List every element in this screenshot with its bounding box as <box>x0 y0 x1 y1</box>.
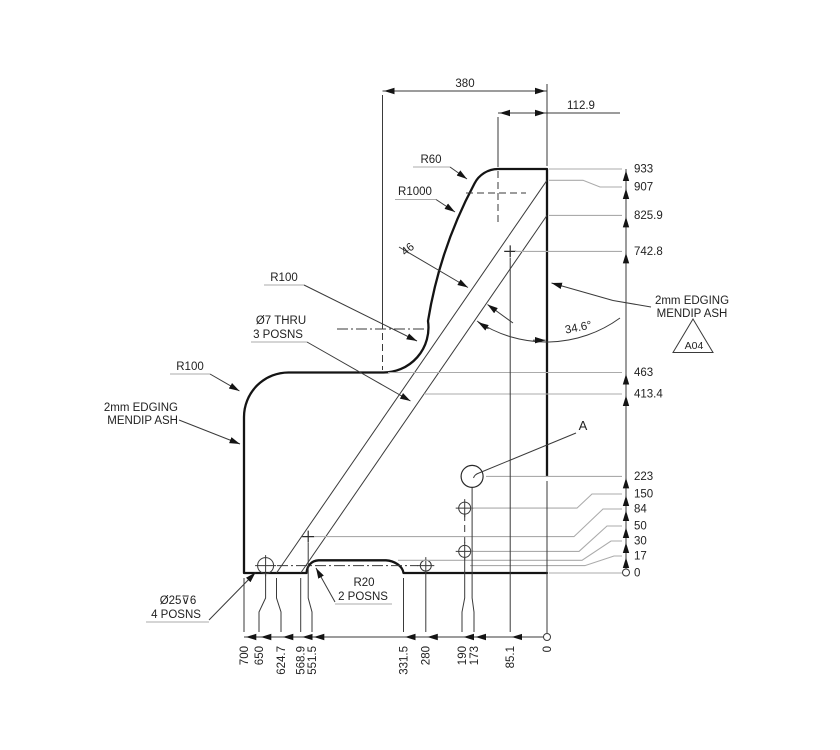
callout-r100-upper-text: R100 <box>270 272 298 284</box>
callout-hole7-line1: Ø7 THRU <box>256 315 306 327</box>
callout-edging-right-line2: MENDIP ASH <box>657 308 728 320</box>
dim-380-text: 380 <box>455 78 474 90</box>
callout-r60: R60 <box>413 154 468 180</box>
slot-edge-lower <box>300 215 548 574</box>
y-ordinate-463: 463 <box>634 367 653 379</box>
callout-r1000: R1000 <box>395 186 456 213</box>
slot-center-mark-bottom <box>302 530 315 543</box>
detail-a-hole <box>460 464 484 488</box>
x-ordinate-block: 700 650 624.7 568.9 551.5 331.5 280 190 … <box>239 258 554 675</box>
hole-280-17 <box>417 557 435 575</box>
slot-edges <box>276 180 548 574</box>
callout-edging-right-line1: 2mm EDGING <box>655 295 729 307</box>
y-ordinate-0: 0 <box>634 568 640 580</box>
x-ordinate-85-1: 85.1 <box>505 646 517 668</box>
counterbore-hole <box>255 555 277 577</box>
callout-detail-a-text: A <box>579 418 588 433</box>
dimension-34-6: 34.6° <box>476 317 621 344</box>
holes <box>255 464 484 577</box>
dimension-380: 380 <box>382 78 548 322</box>
callout-r1000-text: R1000 <box>398 186 432 198</box>
y-ordinate-84: 84 <box>634 504 647 516</box>
callout-cbore-line1: Ø25⊽6 <box>160 595 197 607</box>
callout-r60-text: R60 <box>420 154 441 166</box>
x-ordinate-280: 280 <box>421 646 433 665</box>
panel-profile <box>242 167 549 575</box>
edge-tag-text: A04 <box>685 340 704 352</box>
x-ordinate-331-5: 331.5 <box>398 646 410 675</box>
y-ordinate-907: 907 <box>634 182 653 194</box>
callout-r100-lower: R100 <box>170 361 240 392</box>
callout-r20: R20 2 POSNS <box>315 567 392 605</box>
callout-edging-right: 2mm EDGING MENDIP ASH <box>551 282 729 320</box>
y-ordinate-30: 30 <box>634 536 647 548</box>
y-ordinate-50: 50 <box>634 521 647 533</box>
callout-hole7: Ø7 THRU 3 POSNS <box>251 315 411 402</box>
x-ordinate-700: 700 <box>239 646 251 665</box>
callout-edging-left-line1: 2mm EDGING <box>104 402 178 414</box>
callout-r100-lower-text: R100 <box>176 361 204 373</box>
x-ordinate-551-5: 551.5 <box>307 646 319 675</box>
y-ordinate-742-8: 742.8 <box>634 246 663 258</box>
y-ordinate-825-9: 825.9 <box>634 210 663 222</box>
y-ordinate-413-4: 413.4 <box>634 389 663 401</box>
callout-cbore-line2: 4 POSNS <box>151 609 201 621</box>
centerlines <box>277 160 526 567</box>
slot-center-mark-top <box>504 245 517 258</box>
y-ordinate-block: 933 907 825.9 742.8 463 413.4 223 150 84… <box>314 164 663 580</box>
callout-edging-left-line2: MENDIP ASH <box>107 415 178 427</box>
x-ordinate-190: 190 <box>457 646 469 665</box>
dimension-112-9: 112.9 <box>497 100 620 160</box>
x-ordinate-624-7: 624.7 <box>276 646 288 675</box>
x-ordinate-568-9: 568.9 <box>296 646 308 675</box>
part-outline <box>242 167 549 575</box>
slot-edge-upper <box>276 180 548 574</box>
dim-112-9-text: 112.9 <box>567 100 595 112</box>
callout-r100-upper: R100 <box>264 272 418 342</box>
callout-r20-line1: R20 <box>353 577 374 589</box>
y-ordinate-150: 150 <box>634 489 653 501</box>
edging-tag-triangle: A04 <box>672 318 714 353</box>
callout-r20-line2: 2 POSNS <box>338 591 388 603</box>
x-ordinate-650: 650 <box>254 646 266 665</box>
y-ordinate-933: 933 <box>634 164 653 176</box>
hole-190-50 <box>455 542 474 561</box>
y-ordinate-17: 17 <box>634 551 647 563</box>
y-ordinate-223: 223 <box>634 471 653 483</box>
callout-edging-left: 2mm EDGING MENDIP ASH <box>104 402 241 445</box>
hole-190-150 <box>455 499 474 518</box>
x-ordinate-173: 173 <box>469 646 481 665</box>
x-ordinate-0: 0 <box>542 646 554 652</box>
callout-cbore: Ø25⊽6 4 POSNS <box>146 572 256 623</box>
callout-detail-a: A <box>478 418 588 474</box>
dimension-46: 46 <box>398 241 514 324</box>
dim-34-6-text: 34.6° <box>564 320 593 337</box>
callout-hole7-line2: 3 POSNS <box>253 329 303 341</box>
